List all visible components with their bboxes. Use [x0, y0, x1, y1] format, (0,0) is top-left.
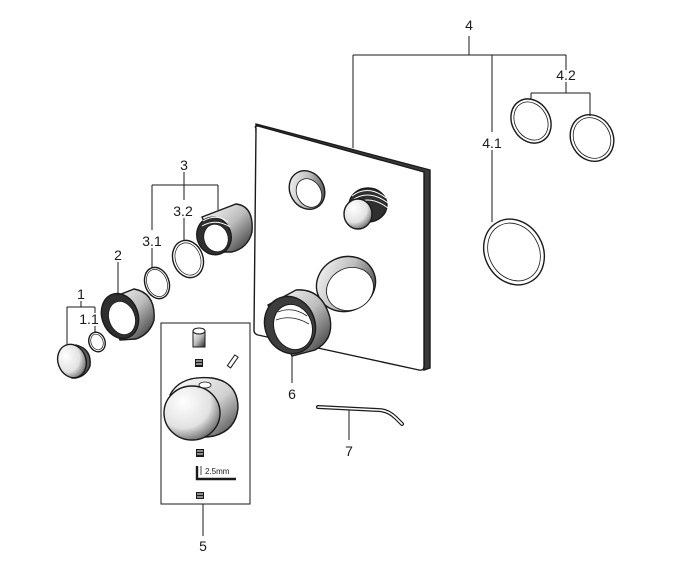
label-5: 5: [199, 538, 207, 554]
threaded-sleeve: [263, 289, 332, 357]
allen-key-small-icon: [195, 466, 236, 481]
o-ring-4-2-right: [569, 114, 615, 162]
cover-cap: [56, 343, 91, 379]
label-7: 7: [345, 443, 353, 459]
grub-screw-bottom: [196, 492, 204, 499]
allen-key-size-label: 2.5mm: [205, 467, 230, 476]
label-1-1: 1.1: [79, 311, 99, 327]
label-3-2: 3.2: [173, 203, 193, 219]
threaded-cartridge: [196, 203, 253, 256]
sleeve-ring: [100, 288, 155, 341]
label-4-1: 4.1: [482, 135, 502, 151]
grub-screw-top: [195, 359, 203, 367]
handle-bushing: [192, 327, 206, 348]
o-ring-4-1: [482, 218, 546, 286]
label-3: 3: [180, 157, 188, 173]
o-ring-1-1: [88, 331, 106, 353]
label-4-2: 4.2: [556, 67, 576, 83]
label-3-1: 3.1: [142, 233, 162, 249]
label-2: 2: [114, 247, 122, 263]
grub-screw-mid: [196, 449, 204, 457]
plate-threaded-spindle: [343, 187, 389, 230]
handle-kit-box: 2.5mm: [160, 322, 251, 505]
pin: [226, 354, 239, 369]
control-knob: [163, 376, 239, 441]
o-ring-3-2: [171, 239, 205, 279]
o-ring-4-2-left: [510, 98, 552, 144]
label-6: 6: [288, 386, 296, 402]
leader-lines: [66, 36, 591, 536]
label-4: 4: [465, 17, 473, 33]
label-1: 1: [77, 286, 85, 302]
